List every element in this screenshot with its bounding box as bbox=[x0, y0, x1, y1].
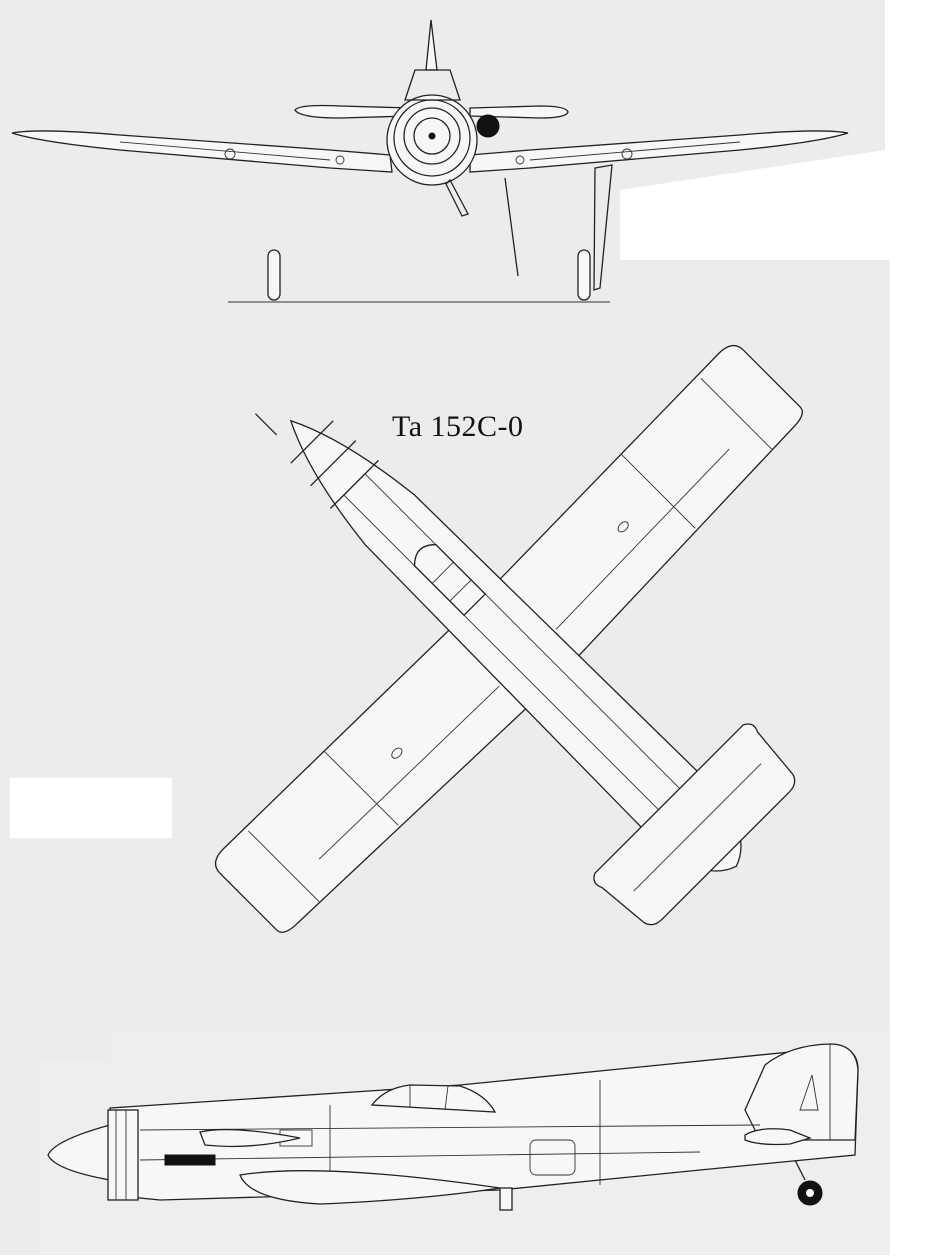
side-view bbox=[47, 1043, 859, 1211]
top-view bbox=[214, 344, 803, 933]
drawing-title: Ta 152C-0 bbox=[392, 410, 524, 443]
front-view bbox=[11, 19, 849, 303]
